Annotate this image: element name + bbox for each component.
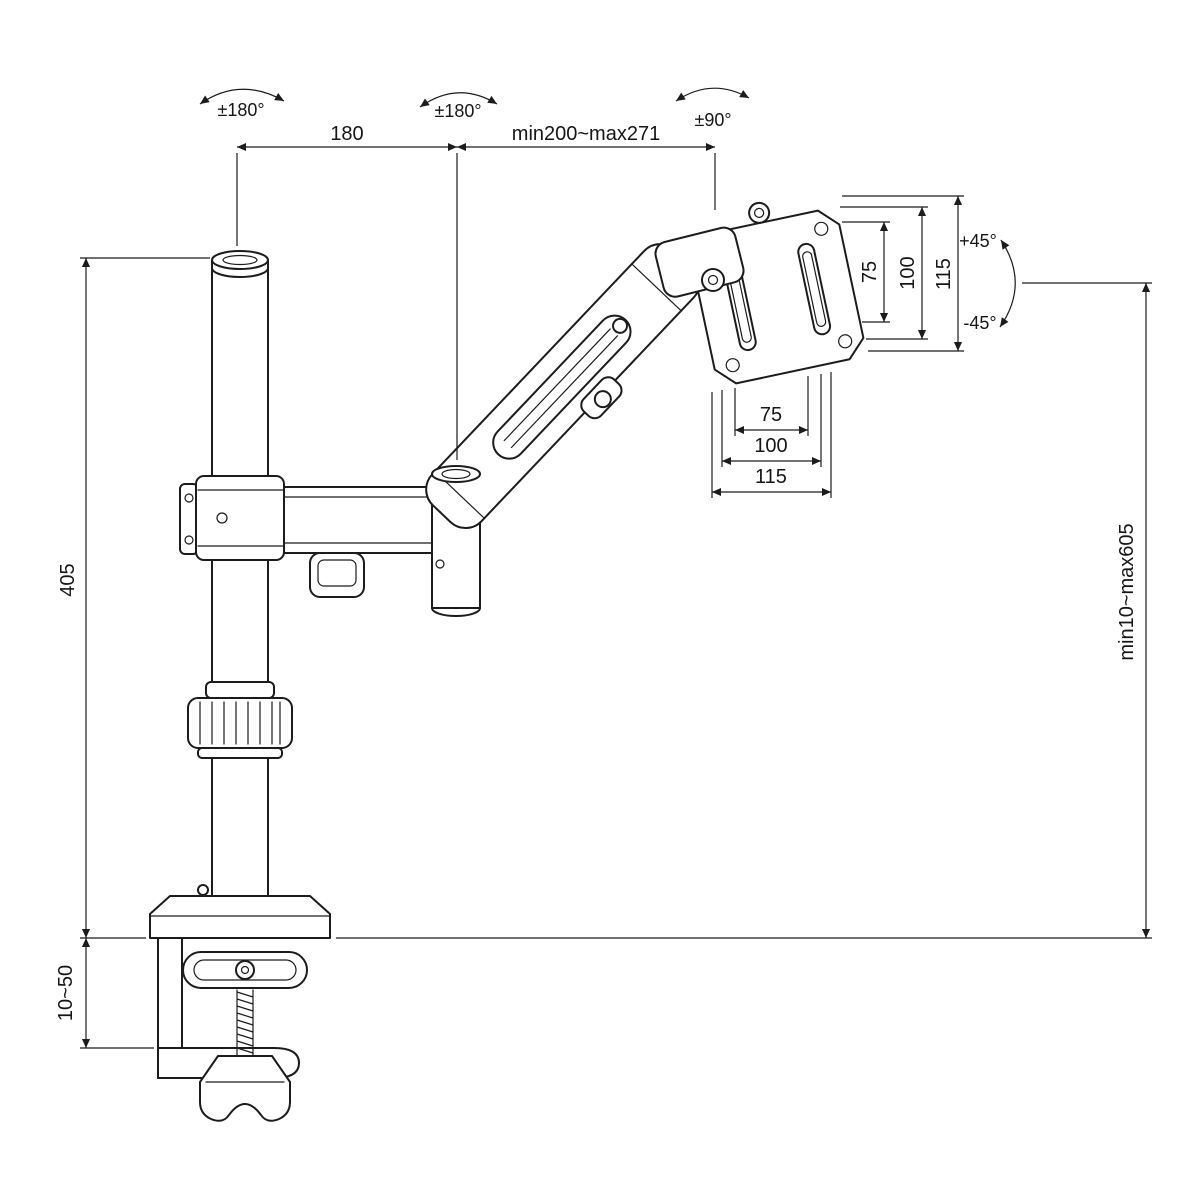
vesa-thumbscrew xyxy=(748,201,771,224)
clamp-range-label: 10~50 xyxy=(55,965,77,1021)
elbow-cap-ellipse xyxy=(431,465,481,483)
spring-pivot xyxy=(612,317,629,334)
dim-arm-length-180: 180 xyxy=(236,123,458,460)
pole-rotation-arrow-icon xyxy=(199,88,285,105)
pole-rotation-label: ±180° xyxy=(217,100,264,120)
vesa-hole-top-right xyxy=(814,221,829,236)
tilt-arrow-icon xyxy=(999,239,1016,328)
height-range-label: min10~max605 xyxy=(1116,523,1138,660)
elbow-cap xyxy=(431,465,481,483)
height-collar xyxy=(187,681,293,759)
clamp-thread xyxy=(236,989,254,1059)
spring-rod-bottom xyxy=(510,335,619,449)
vesa-side-100-label: 100 xyxy=(897,256,919,289)
tilt-up-label: +45° xyxy=(959,231,997,251)
dim-vesa-bottom-100: 100 xyxy=(721,374,822,467)
tilt-pivot xyxy=(701,268,725,292)
elbow-screw xyxy=(435,559,445,569)
pad-screw xyxy=(235,960,255,980)
dim-vesa-side-115: 115 xyxy=(842,195,964,352)
elbow-rotation-label: ±180° xyxy=(434,101,481,121)
elbow-cylinder-base xyxy=(431,607,481,617)
bracket-screw-top xyxy=(184,493,194,503)
desk-clamp xyxy=(149,884,331,1122)
pole xyxy=(211,250,269,899)
pole-sleeve xyxy=(195,475,285,561)
beam-latch-inner xyxy=(317,559,357,587)
dim-clamp-range: 10~50 xyxy=(55,938,154,1049)
dim-arm-extension: min200~max271 xyxy=(457,123,716,210)
vesa-hole-bottom-right xyxy=(838,334,853,349)
elbow-rotation-arrow-icon xyxy=(419,92,498,108)
vesa-side-75-label: 75 xyxy=(859,261,881,283)
collar-lip xyxy=(197,747,283,759)
vesa-bottom-115-label: 115 xyxy=(755,466,787,488)
dim-pole-height-405: 405 xyxy=(57,257,210,939)
lower-arm-beam xyxy=(283,486,453,598)
vesa-side-115-label: 115 xyxy=(933,258,955,290)
head-rotation-label: ±90° xyxy=(694,110,731,130)
gas-spring-arm xyxy=(425,243,701,530)
pole-cap-inner xyxy=(222,254,258,266)
collar-body xyxy=(187,697,293,749)
dim-head-rotation: ±90° xyxy=(675,87,750,130)
collar-knurling xyxy=(199,701,281,745)
dim-vesa-bottom-75: 75 xyxy=(734,376,809,436)
head-rotation-arrow-icon xyxy=(675,87,750,102)
dimensions: ±180° ±180° ±90° 180 min200~max271 +45° … xyxy=(55,87,1152,1049)
arm-length-label: 180 xyxy=(330,123,363,145)
tilt-joint xyxy=(654,226,745,298)
pole-bracket xyxy=(179,475,285,561)
tilt-pivot-inner xyxy=(707,274,719,286)
dim-vesa-side-75: 75 xyxy=(842,221,890,323)
spring-rod-top xyxy=(503,328,611,442)
dim-pole-rotation: ±180° xyxy=(199,88,285,120)
vesa-slot-right-inner xyxy=(802,251,827,327)
sleeve-screw xyxy=(216,512,228,524)
vesa-hole-bottom-left xyxy=(725,358,740,373)
vesa-slot-right xyxy=(797,242,832,336)
dim-tilt-range: +45° -45° xyxy=(959,231,1016,333)
clamp-base-plate xyxy=(149,895,331,939)
spring-slot xyxy=(492,314,632,460)
tilt-down-label: -45° xyxy=(963,313,996,333)
dim-vesa-bottom-115: 115 xyxy=(711,372,832,498)
dim-vesa-side-100: 100 xyxy=(840,206,928,340)
bracket-screw-bottom xyxy=(184,535,194,545)
arm-extension-label: min200~max271 xyxy=(512,123,660,145)
pad-screw-inner xyxy=(240,965,250,975)
vesa-thumbscrew-inner xyxy=(754,207,765,218)
elbow-cap-inner xyxy=(441,468,471,480)
arm-cap-upper xyxy=(631,263,682,312)
tension-screw xyxy=(593,390,612,409)
clamp-knob xyxy=(199,1055,291,1122)
monitor-arm-drawing xyxy=(149,201,865,1122)
dim-height-range: min10~max605 xyxy=(336,282,1152,939)
vesa-bottom-100-label: 100 xyxy=(754,435,787,457)
base-screw xyxy=(197,884,209,896)
vesa-bottom-75-label: 75 xyxy=(760,404,782,426)
collar-washer xyxy=(205,681,275,699)
pole-height-label: 405 xyxy=(57,563,79,596)
dim-elbow-rotation: ±180° xyxy=(419,92,498,121)
pole-cap xyxy=(211,250,269,270)
